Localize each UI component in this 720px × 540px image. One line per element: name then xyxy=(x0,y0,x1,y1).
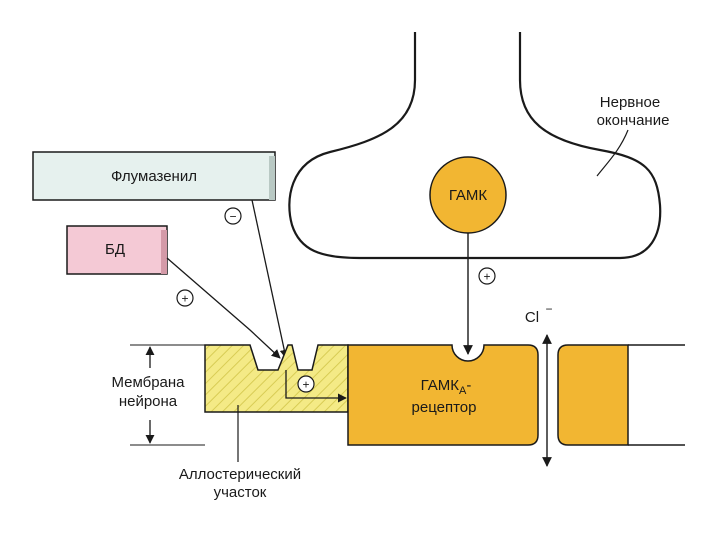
plus-sign-gaba-text: + xyxy=(483,270,490,284)
gaba-label: ГАМК xyxy=(449,187,488,204)
receptor-label-line2: рецептор xyxy=(412,399,477,416)
minus-sign-flumazenil xyxy=(224,207,242,225)
bd-box xyxy=(66,225,168,275)
nerve-ending-label-line2: окончание xyxy=(597,112,670,129)
plus-sign-allosteric-text: + xyxy=(302,378,309,392)
nerve-ending-pointer xyxy=(596,129,629,177)
chloride-charge: − xyxy=(545,302,552,316)
plus-sign-allosteric xyxy=(297,375,315,393)
allosteric-label-line1: Аллостерический xyxy=(179,466,301,483)
nerve-ending-shape xyxy=(288,32,662,260)
nerve-ending-label-line1: Нервное xyxy=(600,94,660,111)
bd-label: БД xyxy=(105,241,125,258)
chloride-label: Cl xyxy=(525,309,539,326)
plus-sign-bd-text: + xyxy=(181,292,188,306)
flumazenil-arrow xyxy=(251,199,289,359)
allosteric-label-line2: участок xyxy=(214,484,267,501)
plus-sign-bd xyxy=(176,289,194,307)
plus-sign-gaba xyxy=(478,267,496,285)
flumazenil-box-shadow xyxy=(269,156,275,200)
minus-sign-text: − xyxy=(229,210,236,224)
bd-arrow xyxy=(166,257,281,359)
allosteric-to-receptor-arrow xyxy=(285,370,347,403)
receptor-label-line1: ГАМКА- xyxy=(421,377,472,397)
membrane-label-line1: Мембрана xyxy=(111,374,185,391)
gaba-a-receptor xyxy=(347,344,539,446)
membrane-label-line2: нейрона xyxy=(119,393,178,410)
flumazenil-label: Флумазенил xyxy=(111,168,197,185)
receptor-right-segment xyxy=(557,344,629,446)
bd-box-shadow xyxy=(161,230,167,274)
